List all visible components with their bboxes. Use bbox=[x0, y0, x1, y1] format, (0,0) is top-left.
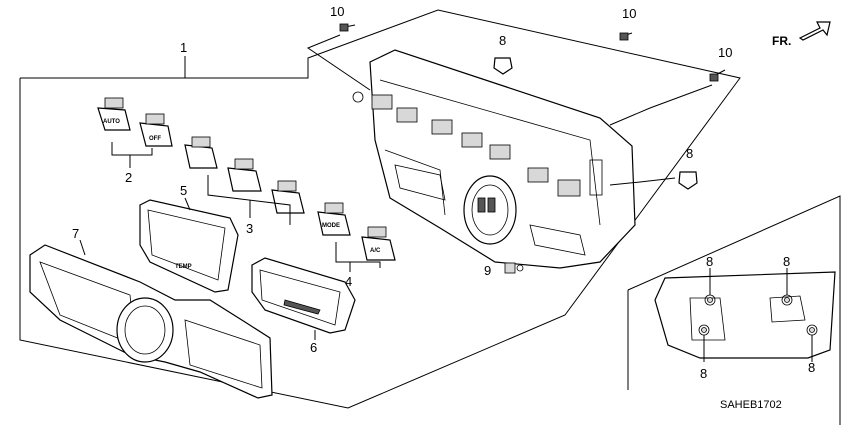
button-off: OFF bbox=[139, 113, 173, 147]
bulb-9 bbox=[504, 262, 524, 274]
rear-plate bbox=[654, 271, 836, 359]
screw-10-a bbox=[339, 23, 356, 32]
drawing-code: SAHEB1702 bbox=[720, 399, 782, 411]
label-off: OFF bbox=[149, 136, 161, 142]
button-auto: AUTO bbox=[97, 97, 131, 131]
callout-4: 4 bbox=[345, 274, 352, 289]
leader-5 bbox=[184, 197, 191, 211]
label-auto: AUTO bbox=[103, 119, 120, 125]
callout-3: 3 bbox=[246, 221, 253, 236]
control-unit bbox=[352, 49, 636, 269]
button-defrost-rear bbox=[184, 136, 218, 169]
button-recirc bbox=[227, 158, 262, 192]
bracket-3 bbox=[207, 175, 291, 225]
callout-9: 9 bbox=[484, 263, 491, 278]
clip-8-top bbox=[493, 57, 513, 75]
callout-10-c: 10 bbox=[718, 45, 732, 60]
callout-8-c: 8 bbox=[706, 254, 713, 269]
callout-8-top: 8 bbox=[499, 33, 506, 48]
leader-7 bbox=[79, 239, 86, 256]
leader-10-a bbox=[306, 34, 371, 91]
front-arrow: FR. bbox=[772, 21, 831, 48]
callout-1: 1 bbox=[180, 40, 187, 55]
callout-8-f: 8 bbox=[808, 360, 815, 375]
bezel-7 bbox=[29, 244, 273, 399]
bracket-4 bbox=[335, 242, 381, 268]
leader-10-c bbox=[609, 84, 713, 126]
callout-10-b: 10 bbox=[622, 6, 636, 21]
callout-7: 7 bbox=[72, 226, 79, 241]
assembly-boundary bbox=[19, 9, 741, 409]
bracket-2 bbox=[111, 142, 153, 156]
button-mode: MODE bbox=[317, 202, 351, 236]
screw-10-b bbox=[619, 32, 633, 41]
button-ac: A/C bbox=[361, 226, 396, 261]
callout-5: 5 bbox=[180, 183, 187, 198]
clip-8-right bbox=[678, 171, 698, 190]
direction-label: FR. bbox=[772, 34, 791, 48]
leader-8-right bbox=[609, 177, 676, 186]
knob-5-temp: TEMP bbox=[139, 199, 239, 293]
callout-10-a: 10 bbox=[330, 4, 344, 19]
callout-8-e: 8 bbox=[700, 366, 707, 381]
label-ac: A/C bbox=[370, 248, 381, 254]
inset-frame bbox=[627, 195, 841, 425]
callout-2: 2 bbox=[125, 170, 132, 185]
callout-6: 6 bbox=[310, 340, 317, 355]
screw-10-c bbox=[709, 69, 726, 82]
knob-6-fan bbox=[251, 257, 356, 334]
callout-8-d: 8 bbox=[783, 254, 790, 269]
label-mode: MODE bbox=[322, 223, 340, 229]
callout-8-right: 8 bbox=[686, 146, 693, 161]
button-fresh bbox=[271, 180, 305, 214]
label-temp: TEMP bbox=[175, 264, 192, 270]
